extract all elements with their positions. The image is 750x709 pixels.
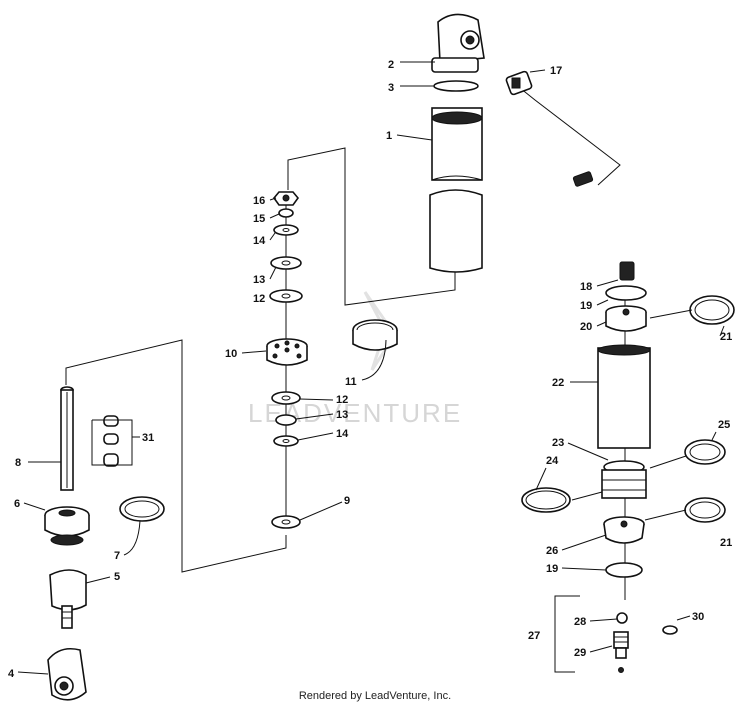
hose-fitting-part [505,70,533,96]
callout-11: 11 [345,376,357,388]
callout-5: 5 [114,571,120,583]
valve-pin-part [618,667,624,673]
valve-shim-large-hole [281,293,291,299]
piston-ring-part [521,487,571,513]
callout-28: 28 [574,616,586,628]
reservoir-piston-part [601,460,647,499]
callout-30: 30 [692,611,704,623]
callout-13b: 13 [336,409,348,421]
lower-shim-hole [281,395,291,401]
reservoir-seal-ring-mid-inner [689,443,721,461]
valve-core-part [613,631,629,659]
callout-21b: 21 [720,537,732,549]
callout-4: 4 [8,668,15,680]
shock-body-upper-part [431,107,483,181]
callout-20: 20 [580,321,592,333]
shim-washer-part [273,224,299,236]
shock-body-lower-part [429,189,483,273]
reservoir-hose-part [553,171,635,281]
piston-part [266,338,308,366]
callout-12a: 12 [253,293,265,305]
callout-19b: 19 [546,563,558,575]
callout-2: 2 [388,59,394,71]
callout-1: 1 [386,130,392,142]
rod-end-eyelet-part [47,647,87,701]
locknut-part [272,191,300,206]
callout-31: 31 [142,432,154,444]
bottom-washer-part [271,515,301,529]
callout-25: 25 [718,419,730,431]
callout-labels: 2 3 1 17 16 15 14 13 12 10 11 12 13 14 9… [8,59,732,680]
lower-shim-part [271,391,301,405]
routing-lines [65,87,626,673]
reservoir-o-ring-part [605,285,647,301]
callout-16: 16 [253,195,265,207]
callout-19a: 19 [580,300,592,312]
callout-24: 24 [546,455,559,467]
callout-26: 26 [546,545,558,557]
callout-21a: 21 [720,331,732,343]
lower-washer-hole [282,439,290,443]
reservoir-end-cap-part [605,305,647,332]
reservoir-seal-ring-upper-inner [694,299,730,321]
callout-3: 3 [388,82,394,94]
seal-head-ring-part [119,496,165,522]
callout-7: 7 [114,550,120,562]
callout-29: 29 [574,647,586,659]
bottom-washer-hole [281,519,291,525]
o-ring-part [433,80,479,92]
valve-shim-large-part [269,289,303,303]
callout-15: 15 [253,213,265,225]
valve-ball-part [616,612,628,624]
callout-14b: 14 [336,428,349,440]
reservoir-cylinder-part [597,344,651,449]
valve-shim-hole [281,260,291,266]
callout-27: 27 [528,630,540,642]
valve-washer-part [662,625,678,635]
callout-23: 23 [552,437,564,449]
reservoir-seal-ring-lower-inner [689,501,721,519]
callout-13a: 13 [253,274,265,286]
shim-washer-hole [282,228,290,232]
lock-washer-part [278,208,294,218]
callout-22: 22 [552,377,564,389]
callout-14a: 14 [253,235,266,247]
reservoir-bottom-o-ring-part [605,562,643,578]
callout-9: 9 [344,495,350,507]
callout-10: 10 [225,348,237,360]
footer-credit: Rendered by LeadVenture, Inc. [298,690,452,702]
shock-eyelet-part [431,13,485,73]
callout-18: 18 [580,281,592,293]
valve-shim-part [270,256,302,270]
callout-6: 6 [14,498,20,510]
piston-rod-part [60,386,74,491]
reservoir-bottom-cap-part [603,516,645,544]
seal-head-part [44,506,90,546]
piston-band-part [352,319,398,351]
callout-8: 8 [15,457,21,469]
rod-collets-part [91,415,133,467]
lower-spacer-part [275,414,297,426]
callout-leaders [17,61,725,675]
clevis-part [49,569,87,629]
callout-17: 17 [550,65,562,77]
callout-12b: 12 [336,394,348,406]
lower-washer-part [273,435,299,447]
